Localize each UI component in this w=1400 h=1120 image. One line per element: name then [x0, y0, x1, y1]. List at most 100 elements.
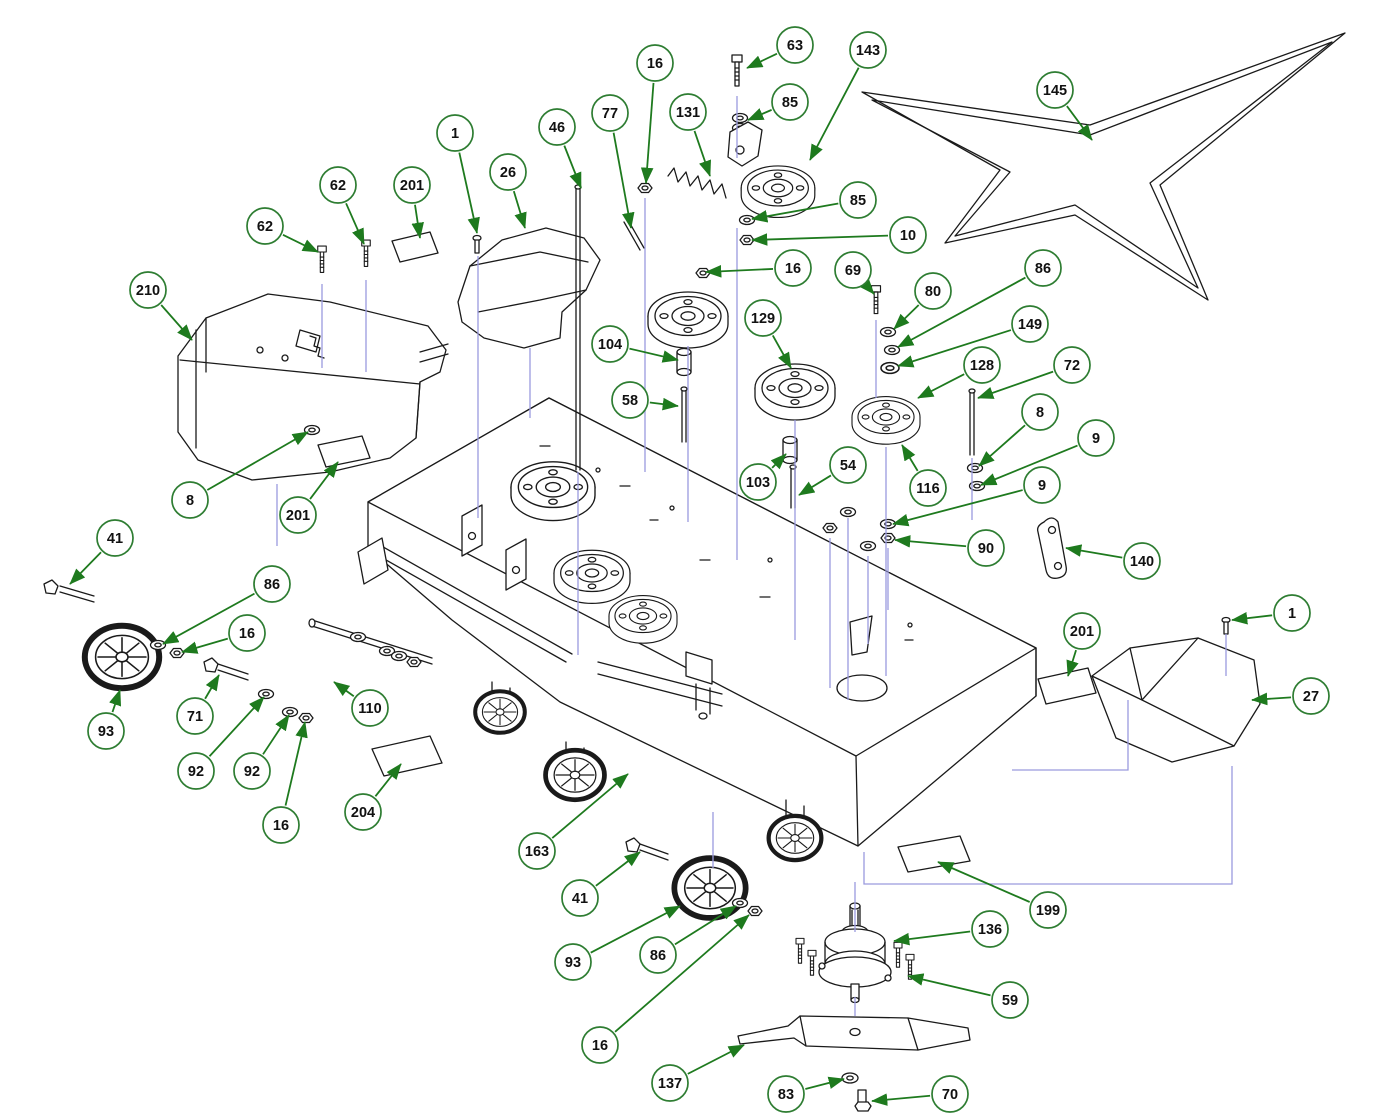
callout-arrow-92 — [262, 714, 290, 755]
nut — [695, 267, 711, 279]
callout-number: 163 — [525, 844, 549, 860]
callout-number: 129 — [751, 311, 775, 327]
callout-balloon — [87, 712, 125, 750]
gauge-wheel — [546, 750, 605, 799]
nut — [739, 234, 755, 246]
callout-arrow-9 — [980, 444, 1078, 486]
spindle-pulley — [754, 363, 836, 421]
deck-pulley — [510, 461, 596, 522]
washer — [879, 326, 897, 338]
rod — [969, 391, 975, 456]
callout-arrow-69 — [859, 278, 875, 295]
callout-arrow-140 — [1065, 544, 1123, 559]
callout-54: 54 — [829, 446, 867, 484]
callout-41: 41 — [561, 879, 599, 917]
callout-number: 9 — [1038, 478, 1046, 494]
callout-number: 86 — [1035, 261, 1051, 277]
callout-balloon — [561, 879, 599, 917]
nut — [637, 182, 653, 194]
callout-number: 104 — [598, 337, 622, 353]
nut — [169, 647, 185, 659]
callout-arrow-1 — [1231, 611, 1273, 625]
callout-number: 16 — [592, 1038, 608, 1054]
callout-arrow-199 — [937, 861, 1031, 903]
wheel-arm-assembly — [203, 618, 433, 724]
callout-70: 70 — [931, 1075, 969, 1113]
callout-arrow-72 — [977, 370, 1054, 399]
callout-number: 8 — [1036, 405, 1044, 421]
callout-number: 59 — [1002, 993, 1018, 1009]
callout-arrow-41 — [69, 551, 102, 585]
callout-128: 128 — [963, 346, 1001, 384]
washer — [883, 344, 901, 356]
callout-arrow-90 — [894, 535, 967, 548]
callout-16: 16 — [262, 806, 300, 844]
callout-balloon — [1292, 677, 1330, 715]
callout-86: 86 — [253, 565, 291, 603]
callout-72: 72 — [1053, 346, 1091, 384]
callout-90: 90 — [967, 529, 1005, 567]
callout-arrow-16 — [284, 721, 308, 806]
callout-balloon — [129, 271, 167, 309]
callout-number: 16 — [273, 818, 289, 834]
callout-number: 201 — [286, 508, 310, 524]
callout-16: 16 — [774, 249, 812, 287]
callout-201: 201 — [279, 496, 317, 534]
callout-26: 26 — [489, 153, 527, 191]
callout-number: 41 — [572, 891, 588, 907]
callout-balloon — [319, 166, 357, 204]
callout-arrow-128 — [917, 373, 965, 399]
callout-arrow-9 — [892, 489, 1023, 527]
gauge-wheel — [475, 691, 525, 733]
callout-balloon — [1273, 594, 1311, 632]
gauge-wheel — [674, 858, 745, 918]
callout-balloon — [1036, 71, 1074, 109]
callout-58: 58 — [611, 381, 649, 419]
callout-number: 27 — [1303, 689, 1319, 705]
callout-arrow-16 — [614, 914, 750, 1033]
gauge-wheel — [85, 626, 159, 688]
callout-balloon — [636, 44, 674, 82]
callout-arrow-16 — [640, 82, 655, 184]
callout-number: 85 — [782, 95, 798, 111]
rod — [575, 187, 581, 471]
callout-number: 62 — [330, 178, 346, 194]
callout-16: 16 — [581, 1026, 619, 1064]
callout-9: 9 — [1077, 419, 1115, 457]
callout-143: 143 — [849, 31, 887, 69]
callout-62: 62 — [246, 207, 284, 245]
callout-arrow-86 — [674, 905, 737, 946]
callout-129: 129 — [744, 299, 782, 337]
callout-arrow-86 — [897, 276, 1026, 348]
callout-arrow-41 — [595, 851, 641, 887]
callout-149: 149 — [1011, 305, 1049, 343]
callout-8: 8 — [171, 481, 209, 519]
callout-number: 77 — [602, 106, 618, 122]
deck-caster-wheels — [475, 681, 821, 860]
callout-arrow-129 — [771, 335, 792, 369]
callout-201: 201 — [393, 166, 431, 204]
washer — [738, 214, 756, 226]
callout-balloon — [344, 793, 382, 831]
callout-balloon — [1011, 305, 1049, 343]
callout-balloon — [1077, 419, 1115, 457]
callout-arrow-93 — [109, 689, 122, 713]
discharge-chute — [457, 227, 601, 349]
nut — [747, 905, 763, 917]
callout-arrow-201 — [1066, 649, 1079, 677]
callout-62: 62 — [319, 166, 357, 204]
callout-9: 9 — [1023, 466, 1061, 504]
callout-balloon — [739, 463, 777, 501]
callout-balloon — [651, 1064, 689, 1102]
washer — [349, 631, 367, 643]
washer — [257, 688, 275, 700]
callout-balloon — [931, 1075, 969, 1113]
callout-balloon — [96, 519, 134, 557]
callout-balloon — [767, 1075, 805, 1113]
callout-163: 163 — [518, 832, 556, 870]
callout-83: 83 — [767, 1075, 805, 1113]
callout-46: 46 — [538, 108, 576, 146]
callout-41: 41 — [96, 519, 134, 557]
callout-arrow-110 — [333, 681, 355, 698]
